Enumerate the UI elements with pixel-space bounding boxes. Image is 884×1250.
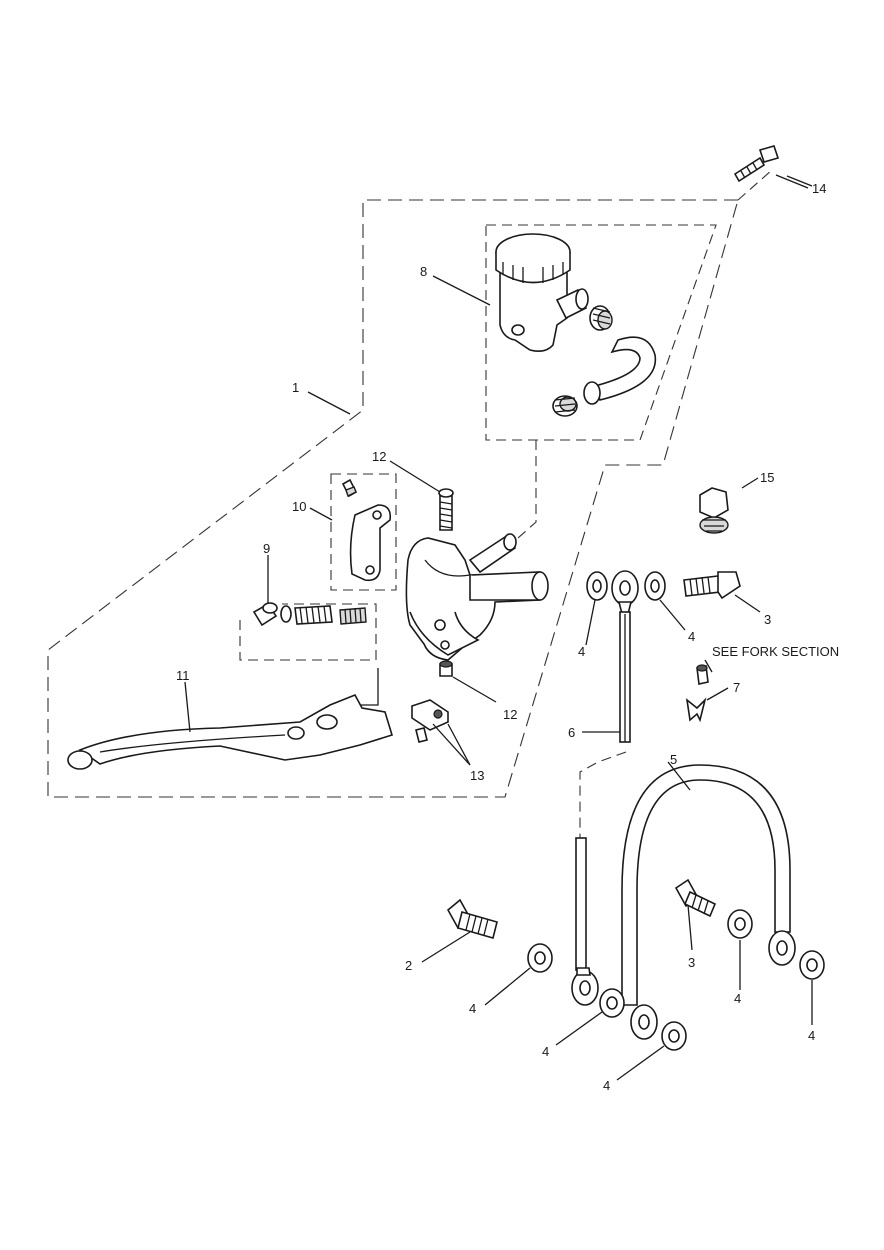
callout-13: 13 (470, 768, 484, 783)
hose-clip-upper (589, 305, 613, 331)
banjo-bolt-3-lower (674, 878, 717, 918)
banjo-bolt-2 (446, 898, 498, 939)
callout-4-lower-c: 4 (603, 1078, 610, 1093)
assembly-1-outline (47, 199, 739, 798)
washer-4-upper-left (586, 571, 608, 601)
washer-4-lower-a (527, 943, 553, 973)
callout-4-upper-right: 4 (688, 629, 695, 644)
callout-7: 7 (733, 680, 740, 695)
callout-2: 2 (405, 958, 412, 973)
adjuster-group-outline (239, 603, 379, 706)
leader-lines (184, 174, 813, 1081)
callout-9: 9 (263, 541, 270, 556)
callout-1: 1 (292, 380, 299, 395)
clip-7 (685, 664, 709, 723)
hose-clip-lower (552, 395, 578, 417)
reservoir-group-outline (485, 224, 717, 539)
callout-4-lower-a: 4 (469, 1001, 476, 1016)
brake-line-6 (619, 611, 631, 743)
washer-4-upper-right (644, 571, 666, 601)
callout-labels: 1 2 3 3 4 4 4 4 4 4 4 5 6 7 8 9 10 11 12… (176, 181, 839, 1093)
pivot-13 (411, 699, 449, 743)
master-cylinder-body (405, 533, 549, 661)
bolt-14-leader-dashed (737, 169, 773, 201)
see-fork-section-note: SEE FORK SECTION (712, 644, 839, 659)
adjuster-9 (252, 602, 367, 627)
screw-12-upper (438, 488, 454, 531)
callout-6: 6 (568, 725, 575, 740)
callout-14: 14 (812, 181, 826, 196)
washer-4-lower-e (799, 950, 825, 980)
callout-8: 8 (420, 264, 427, 279)
brake-line-lower-left (575, 837, 587, 971)
clamp-group-outline (330, 473, 397, 591)
callout-10: 10 (292, 499, 306, 514)
callout-4-lower-d: 4 (734, 991, 741, 1006)
callout-4-upper-left: 4 (578, 644, 585, 659)
cap-15 (699, 487, 729, 534)
callout-4-lower-e: 4 (808, 1028, 815, 1043)
reservoir-hose (583, 336, 657, 405)
callout-4-lower-b: 4 (542, 1044, 549, 1059)
banjo-fitting-lower-left (571, 967, 599, 1006)
washer-4-lower-c (661, 1021, 687, 1051)
banjo-fitting-lower-middle (630, 1004, 658, 1040)
clamp-10 (341, 478, 392, 582)
banjo-fitting-lower-right (768, 930, 796, 966)
bolt-14 (733, 145, 780, 183)
banjo-fitting-upper (611, 570, 639, 615)
callout-15: 15 (760, 470, 774, 485)
banjo-bolt-3-upper (683, 571, 741, 600)
callout-11: 11 (176, 668, 190, 683)
callout-12-upper: 12 (372, 449, 386, 464)
brake-hose-5 (621, 764, 791, 1006)
callout-3-lower: 3 (688, 955, 695, 970)
hose-lower-dashed-link (579, 751, 627, 840)
reservoir-8 (495, 233, 589, 352)
washer-4-lower-d (727, 909, 753, 939)
callout-5: 5 (670, 752, 677, 767)
callout-3-upper: 3 (764, 612, 771, 627)
callout-12-lower: 12 (503, 707, 517, 722)
washer-4-lower-b (599, 988, 625, 1018)
nut-12-lower (439, 660, 453, 677)
brake-lever-11 (67, 693, 393, 770)
